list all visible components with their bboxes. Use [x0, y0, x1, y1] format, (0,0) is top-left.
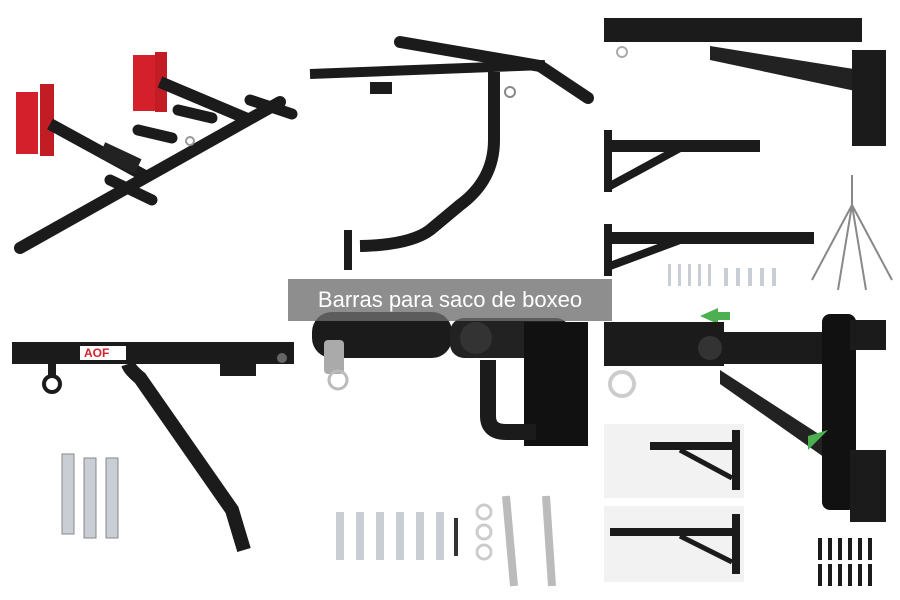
wall-bracket-icon: [309, 36, 594, 270]
product-image-adjustable-bracket[interactable]: [600, 300, 900, 600]
brand-logo: AOF: [84, 346, 109, 360]
product-image-aof-bracket[interactable]: AOF FITNESS GEAR: [0, 300, 300, 600]
bracket-with-bolts-icon: AOF FITNESS GEAR: [12, 342, 294, 553]
caption-banner: Barras para saco de boxeo: [288, 279, 612, 321]
product-image-heavy-bag-mount[interactable]: [600, 0, 900, 300]
product-image-wall-bracket[interactable]: [300, 0, 600, 300]
adjustable-bracket-icon: [604, 308, 886, 586]
heavy-bag-mount-icon: [604, 18, 893, 291]
swivel-mount-icon: [312, 312, 588, 587]
brand-sublogo: FITNESS GEAR: [84, 366, 121, 372]
product-image-pull-up-bar[interactable]: [0, 0, 300, 300]
pull-up-bar-icon: [14, 52, 298, 254]
product-image-swivel-mount[interactable]: [300, 300, 600, 600]
